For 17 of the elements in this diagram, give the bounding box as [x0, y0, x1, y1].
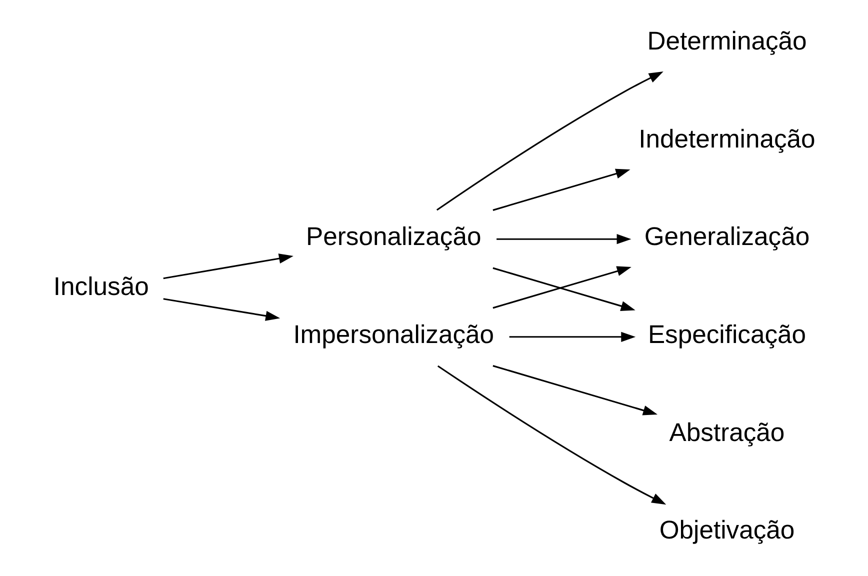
node-text: Impersonalização [292, 320, 494, 349]
arrow [162, 254, 293, 280]
arrow [436, 72, 663, 211]
arrow [508, 332, 636, 342]
arrow [496, 234, 631, 244]
arrow [492, 168, 630, 211]
node-text: Objetivação [658, 516, 794, 545]
node-text: Generalização [644, 223, 810, 252]
arrow [162, 298, 280, 321]
node-text: Abstração [668, 418, 784, 447]
arrow [492, 365, 658, 416]
node-text: Personalização [306, 223, 481, 252]
node-text: Determinação [646, 28, 806, 56]
arrow [436, 365, 666, 505]
node-text: Indeterminação [638, 125, 815, 154]
node-text: Inclusão [52, 272, 148, 301]
node-text: Especificação [647, 320, 806, 349]
